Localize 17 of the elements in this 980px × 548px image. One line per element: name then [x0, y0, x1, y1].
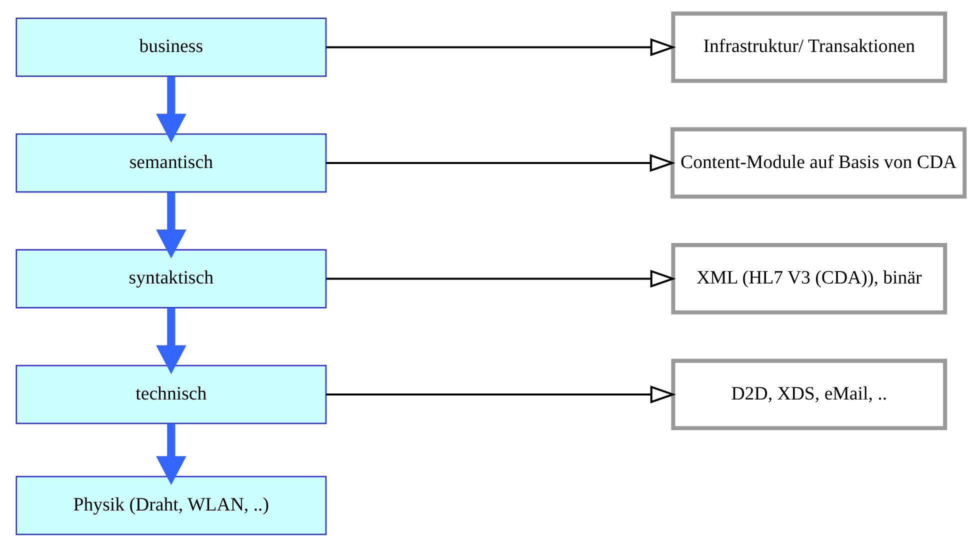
node-box: semantisch	[15, 133, 326, 193]
arrow	[156, 76, 186, 143]
node-box: technisch	[15, 364, 326, 424]
arrow	[326, 38, 676, 56]
arrow	[156, 192, 186, 258]
node-box: business	[15, 18, 326, 77]
arrow	[326, 386, 676, 404]
node-box: Infrastruktur/ Transaktionen	[670, 12, 947, 83]
node-box: Content-Module auf Basis von CDA	[670, 127, 966, 199]
arrow	[326, 154, 675, 172]
node-box: syntaktisch	[15, 249, 326, 308]
node-box: Physik (Draht, WLAN, ..)	[15, 476, 326, 536]
arrow	[156, 424, 186, 486]
arrow	[156, 308, 186, 374]
arrow	[326, 270, 676, 288]
node-box: D2D, XDS, eMail, ..	[670, 358, 947, 430]
node-box: XML (HL7 V3 (CDA)), binär	[670, 243, 947, 314]
